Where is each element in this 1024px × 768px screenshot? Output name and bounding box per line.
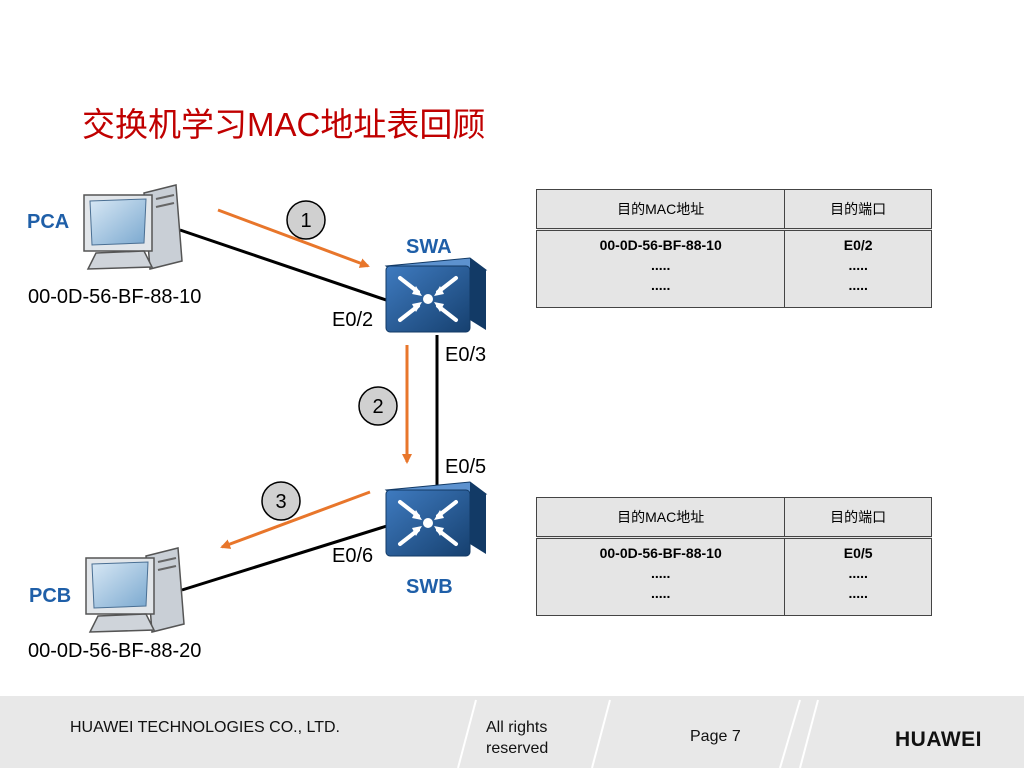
mac-table-swb: 目的MAC地址 目的端口 00-0D-56-BF-88-10 ..... ...…	[535, 497, 932, 616]
table-row: 00-0D-56-BF-88-10 ..... ..... E0/5 .....…	[535, 537, 932, 616]
table-cell-mac: 00-0D-56-BF-88-10 ..... .....	[535, 537, 786, 616]
table-cell-port: E0/5 ..... .....	[784, 537, 932, 616]
footer-bar	[0, 696, 1024, 768]
mac-address-pca: 00-0D-56-BF-88-10	[28, 286, 202, 308]
table-header-mac: 目的MAC地址	[535, 189, 786, 230]
computer-icon	[85, 547, 185, 633]
link-swb-pcb	[181, 523, 391, 592]
device-label-swa: SWA	[406, 236, 452, 258]
svg-text:3: 3	[275, 491, 286, 513]
table-header-port: 目的端口	[784, 497, 932, 538]
mac-table-swa: 目的MAC地址 目的端口 00-0D-56-BF-88-10 ..... ...…	[535, 189, 932, 308]
table-row: 00-0D-56-BF-88-10 ..... ..... E0/2 .....…	[535, 229, 932, 308]
table-header-mac: 目的MAC地址	[535, 497, 786, 538]
step-marker-1: 1	[286, 200, 326, 240]
table-cell-mac: 00-0D-56-BF-88-10 ..... .....	[535, 229, 786, 308]
logo-wordmark: HUAWEI	[895, 728, 982, 751]
port-label-swa-e0-3: E0/3	[445, 344, 487, 366]
switch-icon	[384, 257, 488, 333]
svg-text:2: 2	[372, 396, 383, 418]
footer-rights: All rights reserved	[486, 719, 549, 757]
port-label-swb-e0-6: E0/6	[332, 545, 374, 567]
link-pca-swa	[179, 228, 393, 304]
page-title: 交换机学习MAC地址表回顾	[82, 106, 486, 143]
step-marker-3: 3	[261, 481, 301, 521]
footer-company: HUAWEI TECHNOLOGIES CO., LTD.	[70, 719, 340, 736]
port-label-swb-e0-5: E0/5	[445, 456, 487, 478]
device-label-pca: PCA	[27, 211, 70, 233]
step-marker-2: 2	[358, 386, 398, 426]
arrow-step-3	[220, 490, 371, 549]
device-label-pcb: PCB	[29, 585, 72, 607]
port-label-swa-e0-2: E0/2	[332, 309, 374, 331]
mac-address-pcb: 00-0D-56-BF-88-20	[28, 640, 202, 662]
device-label-swb: SWB	[406, 576, 453, 598]
switch-icon	[384, 481, 488, 557]
arrow-step-1	[217, 208, 370, 268]
table-header-port: 目的端口	[784, 189, 932, 230]
svg-text:1: 1	[300, 210, 311, 232]
computer-icon	[83, 184, 183, 270]
table-cell-port: E0/2 ..... .....	[784, 229, 932, 308]
page-number: Page 7	[690, 728, 741, 745]
